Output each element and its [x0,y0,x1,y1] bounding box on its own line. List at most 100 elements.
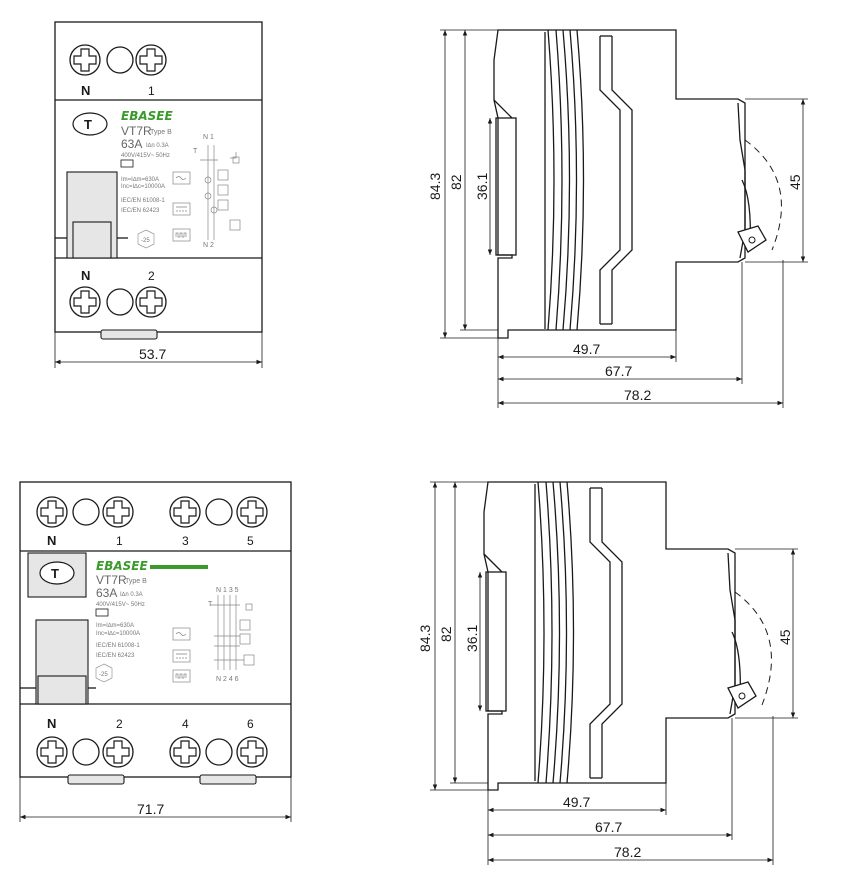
standard-text: IEC/EN 61008-1 [96,643,140,649]
front-view-4p: N 1 3 5 N 2 4 6 T EBASEE VT7R Type B 63A… [19,481,292,822]
terminal-hole-icon [205,738,233,766]
diagram-t-label: T [193,148,198,155]
model-text: VT7R [96,573,127,587]
ac-symbol-icon [172,627,191,641]
sensitivity-text: I∆n 0.3A [120,591,143,598]
terminal-hole-icon [205,498,233,526]
test-button-label: T [84,117,92,132]
terminal-label-top: 3 [182,534,189,548]
dim-rail: 36.1 [464,625,480,652]
dc-symbol-icon [172,649,191,663]
test-button[interactable]: T [39,561,75,585]
indicator-window [120,159,134,168]
rating-text: 63A [96,586,117,600]
brand-stripe [150,565,208,569]
standard-text: IEC/EN 62423 [96,653,135,659]
type-text: Type B [125,578,147,585]
ac-symbol-icon [172,171,191,185]
terminal-label-top: 1 [148,84,155,98]
terminal-label-top: N [47,533,56,548]
terminal-label-top: N [81,83,90,98]
terminal-screw-icon [36,496,68,528]
terminal-hole-icon [72,498,100,526]
im-text: Im=I∆m=630A [96,622,134,629]
side-view-4p: 84.3 82 36.1 45 49.7 67.7 78.2 [417,481,798,865]
svg-text:-25: -25 [99,672,108,678]
terminal-label-bottom: 6 [247,717,254,731]
voltage-text: 400V/415V~ 50Hz [121,153,170,159]
dim-depth-2: 67.7 [605,363,632,379]
dim-height-outer: 84.3 [427,173,443,200]
terminal-label-bottom: N [47,716,56,731]
standard-text: IEC/EN 61008-1 [121,198,165,204]
toggle-lever[interactable] [20,619,96,705]
diagram-bottom-label: N 2 [203,242,214,249]
wiring-diagram-icon [210,595,255,670]
indicator-window [95,608,109,617]
side-toggle-icon [727,681,757,709]
dim-depth-3: 78.2 [614,844,641,860]
terminal-screw-icon [135,286,167,318]
rating-text: 63A [121,137,142,151]
brand-logo: EBASEE [96,559,148,573]
brand-logo: EBASEE [121,109,173,123]
dim-depth-1: 49.7 [573,341,600,357]
sensitivity-text: I∆n 0.3A [146,142,169,149]
terminal-hole-icon [106,46,134,74]
terminal-screw-icon [236,496,268,528]
terminal-screw-icon [36,736,68,768]
pulse-symbol-icon [172,669,191,683]
model-text: VT7R [121,124,152,138]
pulse-symbol-icon [172,228,191,242]
terminal-label-bottom: 2 [116,717,123,731]
diagram-t-label: T [208,601,213,608]
diagram-bottom-label: N 2 4 6 [216,676,239,683]
terminal-hole-icon [72,738,100,766]
terminal-screw-icon [169,736,201,768]
side-toggle-icon [737,225,767,253]
diagram-top-label: N 1 3 5 [216,587,239,594]
standard-text: IEC/EN 62423 [121,208,160,214]
dim-depth-1: 49.7 [563,794,590,810]
terminal-screw-icon [69,286,101,318]
dim-depth-2: 67.7 [595,819,622,835]
diagram-top-label: N 1 [203,134,214,141]
terminal-screw-icon [102,736,134,768]
terminal-screw-icon [135,44,167,76]
side-view-2p: 84.3 82 36.1 45 49.7 67.7 78.2 [427,29,808,408]
test-button[interactable]: T [72,112,108,136]
dim-height-inner: 82 [448,174,464,190]
test-button-label: T [51,566,59,581]
dim-rail: 36.1 [474,173,490,200]
terminal-label-bottom: 2 [148,269,155,283]
terminal-label-bottom: N [81,268,90,283]
toggle-lever[interactable] [55,171,128,259]
type-text: Type B [150,129,172,136]
dim-toggle: 45 [787,174,803,190]
terminal-screw-icon [102,496,134,528]
dim-width: 53.7 [139,346,166,362]
terminal-label-top: 1 [116,534,123,548]
inc-text: Inc=I∆c=10000A [121,183,165,190]
dc-symbol-icon [172,202,191,216]
snowflake-icon: -25 [137,229,155,249]
terminal-label-bottom: 4 [182,717,189,731]
dim-width: 71.7 [137,801,164,817]
dim-depth-3: 78.2 [624,387,651,403]
terminal-screw-icon [236,736,268,768]
svg-text:-25: -25 [141,238,150,244]
wiring-diagram-icon [200,145,241,240]
inc-text: Inc=I∆c=10000A [96,630,140,637]
terminal-screw-icon [169,496,201,528]
dim-toggle: 45 [777,629,793,645]
terminal-label-top: 5 [247,534,254,548]
terminal-hole-icon [106,288,134,316]
terminal-screw-icon [69,44,101,76]
front-view-2p: N 1 N 2 T EBASEE VT7R Type B 63A I∆n 0.3… [54,21,263,368]
dim-height-outer: 84.3 [417,625,433,652]
im-text: Im=I∆m=630A [121,176,159,183]
dim-height-inner: 82 [438,626,454,642]
voltage-text: 400V/415V~ 50Hz [96,602,145,608]
snowflake-icon: -25 [95,663,113,683]
